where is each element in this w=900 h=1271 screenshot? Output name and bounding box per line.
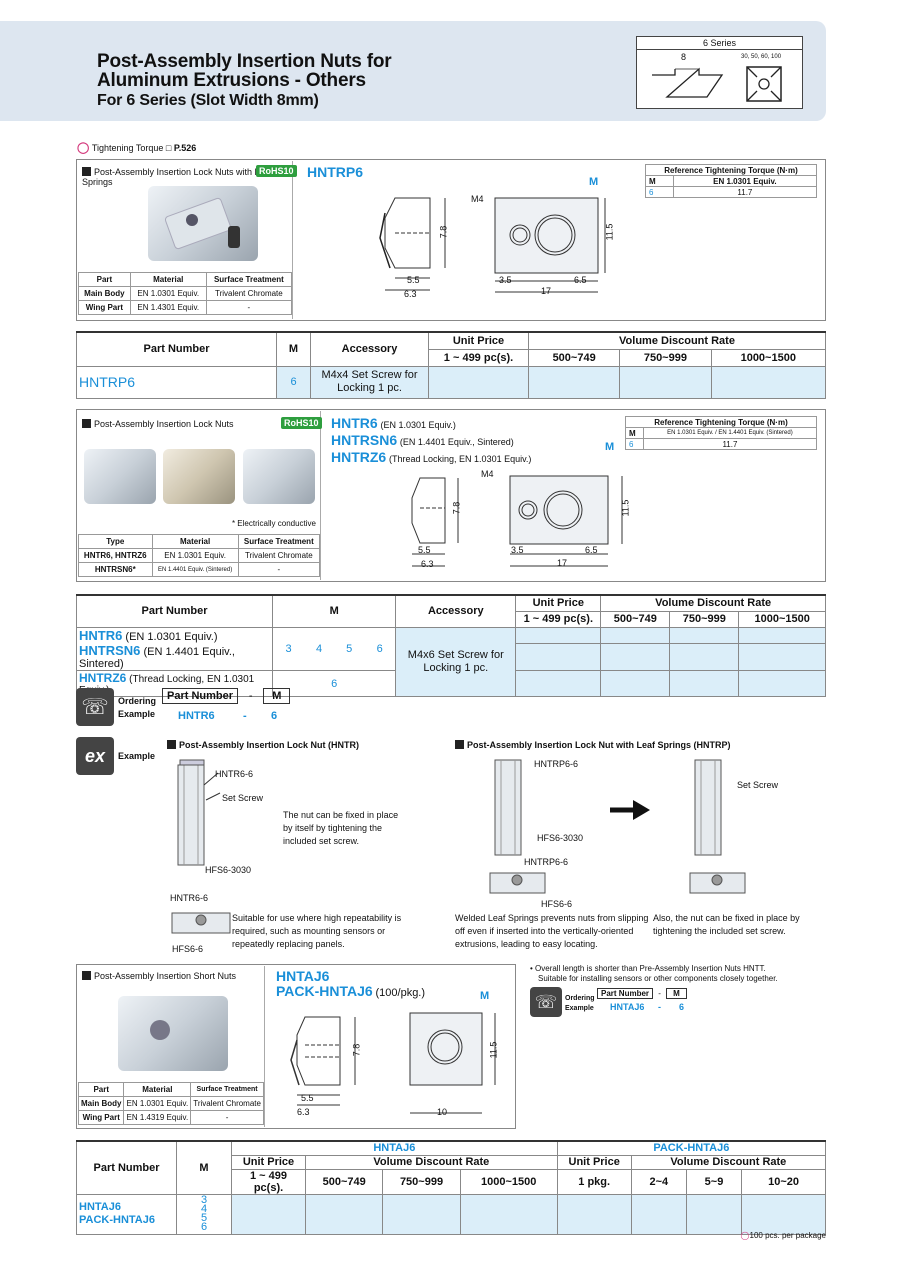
hntrp-photo <box>148 186 258 261</box>
torque-page-ref[interactable]: P.526 <box>173 143 197 153</box>
conductive-note: * Electrically conductive <box>231 519 316 528</box>
hntrz6-photo <box>243 449 315 504</box>
hntaj-image-box: Post-Assembly Insertion Short Nuts <box>78 966 265 1127</box>
hntaj-drawing <box>290 1012 496 1114</box>
hntrp-price-table: Part Number M Accessory Unit Price Volum… <box>76 331 827 399</box>
example-right-title: Post-Assembly Insertion Lock Nut with Le… <box>467 740 731 750</box>
series-box: 6 Series 8 30, 50, 60, 100 <box>636 36 803 109</box>
torque-label: Tightening Torque <box>91 143 164 153</box>
slot-width-label: 8 <box>681 52 687 62</box>
table-row: HNTRZ6 (Thread Locking, EN 1.0301 Equiv.… <box>76 670 826 697</box>
series-sizes: 30, 50, 60, 100 <box>741 54 782 60</box>
example-right-desc2: Also, the nut can be fixed in place by t… <box>653 913 800 936</box>
example-icon: ex <box>76 737 114 775</box>
phone-icon: ☏ <box>530 987 562 1017</box>
table-row: HNTRSN6 (EN 1.4401 Equiv., Sintered) <box>76 642 826 671</box>
hntrp-image-box: Post-Assembly Insertion Lock Nuts with L… <box>78 161 297 319</box>
example-left-drawing <box>171 759 231 934</box>
hntaj-panel-title: Post-Assembly Insertion Short Nuts <box>94 971 237 981</box>
phone-icon: ☏ <box>76 688 114 726</box>
package-footnote: ◯100 pcs. per package <box>740 1231 826 1240</box>
hntrp-product-name: HNTRP6 <box>307 164 364 180</box>
example-right-drawing <box>489 759 746 894</box>
note-icon: ◯ <box>740 1231 750 1240</box>
torque-icon: ◯ <box>77 142 90 154</box>
page-title: Post-Assembly Insertion Nuts for Aluminu… <box>97 51 392 110</box>
example-right-desc1: Welded Leaf Springs prevents nuts from s… <box>455 913 649 949</box>
title-line-1: Post-Assembly Insertion Nuts for <box>97 51 392 72</box>
hntrsn6-photo <box>163 449 235 504</box>
hntr6-photo <box>84 449 156 504</box>
hntaj-price-table: Part Number M HNTAJ6 PACK-HNTAJ6 Unit Pr… <box>76 1140 827 1235</box>
hntr-price-table: Part Number M Accessory Unit Price Volum… <box>76 594 826 697</box>
series-profile-icon <box>652 66 782 102</box>
rohs-badge: RoHS10 <box>281 417 322 429</box>
title-line-2: Aluminum Extrusions - Others <box>97 70 366 91</box>
example-left-desc2: Suitable for use where high repeatabilit… <box>232 913 402 949</box>
ordering-example: Part Number - M <box>162 688 291 704</box>
hntr-drawing <box>411 475 623 567</box>
series-label: 6 Series <box>637 37 802 50</box>
ordering-example-2: Part Number - M <box>597 988 687 999</box>
hntrp-drawing <box>379 197 606 293</box>
table-row: HNTRP6 <box>76 365 277 399</box>
hntrp-panel-title: Post-Assembly Insertion Lock Nuts with L… <box>82 167 273 187</box>
table-row: HNTR6 (EN 1.0301 Equiv.) 3 4 5 6 M4x6 Se… <box>76 626 826 697</box>
hntr-image-box: Post-Assembly Insertion Lock Nuts RoHS10… <box>78 411 322 580</box>
hntaj-product-names: HNTAJ6 PACK-HNTAJ6 (100/pkg.) <box>276 968 426 1000</box>
hntaj-photo <box>118 996 228 1071</box>
hntr-product-names: HNTR6 (EN 1.0301 Equiv.) HNTRSN6 (EN 1.4… <box>331 415 532 465</box>
title-line-3: For 6 Series (Slot Width 8mm) <box>97 92 319 109</box>
book-icon: □ <box>165 143 172 153</box>
hntaj-notes: • Overall length is shorter than Pre-Ass… <box>530 964 778 983</box>
example-left-title: Post-Assembly Insertion Lock Nut (HNTR) <box>179 740 360 750</box>
torque-note: ◯ Tightening Torque □ P.526 <box>77 141 196 154</box>
hntr-panel-title: Post-Assembly Insertion Lock Nuts <box>94 419 234 429</box>
example-left-desc: The nut can be fixed in place by itself … <box>283 810 399 846</box>
rohs-badge: RoHS10 <box>256 165 297 177</box>
